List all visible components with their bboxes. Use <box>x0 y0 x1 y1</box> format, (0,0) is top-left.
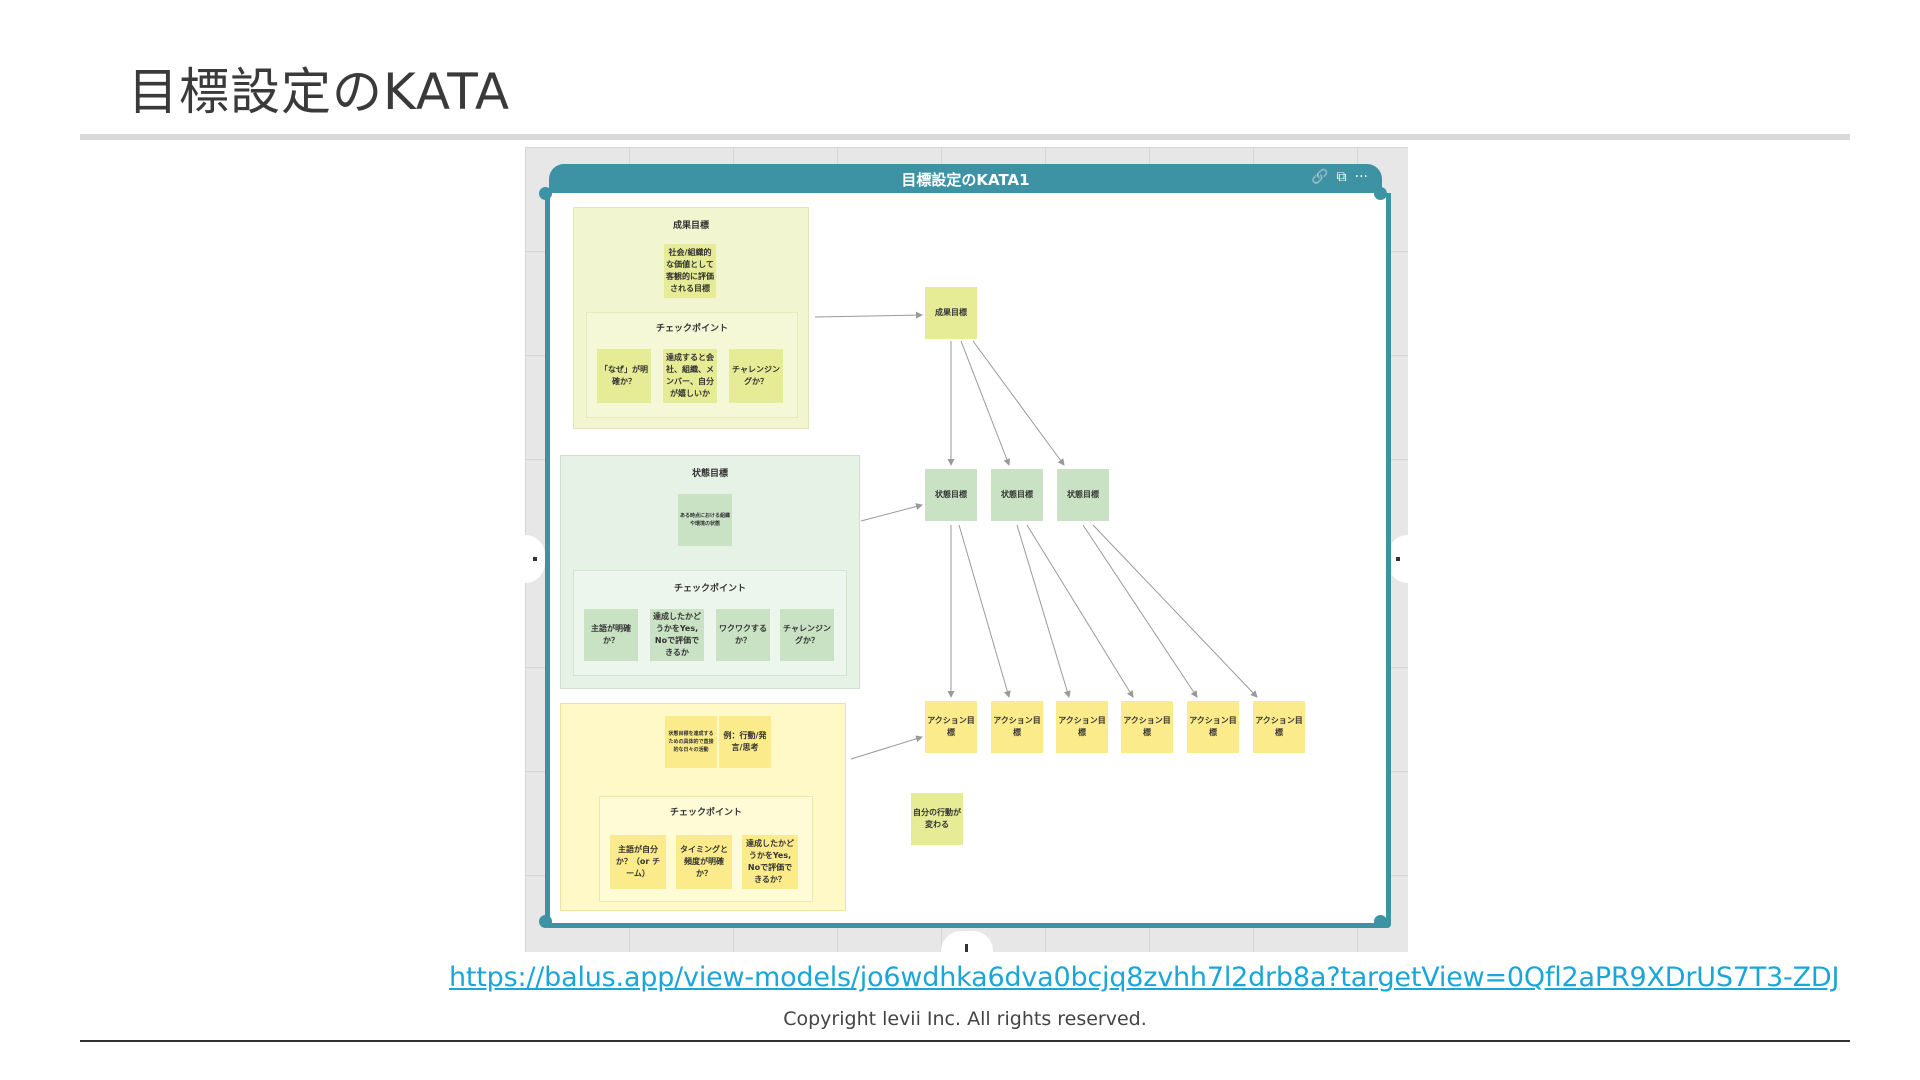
action-checkpoint-label: チェックポイント <box>669 808 742 818</box>
tree-action-note[interactable]: アクション目標 <box>1253 701 1305 753</box>
outcome-goal-section[interactable]: 成果目標 社会/組織的な価値として客観的に評価される目標 チェックポイント 「な… <box>573 207 809 429</box>
frame-title: 目標設定のKATA1 <box>901 171 1030 189</box>
connector-arrows <box>814 311 1258 760</box>
behavior-change-note[interactable]: 自分の行動が変わる <box>911 793 963 845</box>
tree-outcome-note[interactable]: 成果目標 <box>925 287 977 339</box>
check-note[interactable]: 達成したかどうかをYes, Noで評価できるか <box>650 609 704 661</box>
check-note[interactable]: 主語が自分か？（or チーム） <box>610 835 666 889</box>
check-note[interactable]: チャレンジングか？ <box>729 349 783 403</box>
check-note[interactable]: 達成したかどうかをYes, Noで評価できるか？ <box>742 835 798 889</box>
state-goal-label: 状態目標 <box>691 469 728 479</box>
outcome-checkpoint-box[interactable]: チェックポイント 「なぜ」が明確か？ 達成すると会社、組織、メンバー、自分が嬉し… <box>586 312 798 418</box>
check-note[interactable]: ワクワクするか？ <box>716 609 770 661</box>
action-goal-desc-note[interactable]: 状態目標を達成するための具体的で直接的な日々の活動 <box>665 716 717 768</box>
tree-action-note[interactable]: アクション目標 <box>1187 701 1239 753</box>
outcome-goal-label: 成果目標 <box>672 221 709 231</box>
resize-handle-bl[interactable] <box>539 915 552 928</box>
check-note[interactable]: 主語が明確か？ <box>584 609 638 661</box>
board-link[interactable]: https://balus.app/view-models/jo6wdhka6d… <box>449 962 1840 993</box>
tree-state-note[interactable]: 状態目標 <box>1057 469 1109 521</box>
copyright-text: Copyright levii Inc. All rights reserved… <box>783 1008 1147 1030</box>
link-icon[interactable]: 🔗 <box>1311 169 1329 185</box>
frame-header[interactable]: 目標設定のKATA1 🔗 ⧉ ··· <box>549 164 1382 194</box>
resize-handle-br[interactable] <box>1374 915 1387 928</box>
check-note[interactable]: チャレンジングか？ <box>780 609 834 661</box>
tree-action-note[interactable]: アクション目標 <box>1056 701 1108 753</box>
action-goal-section[interactable]: 状態目標を達成するための具体的で直接的な日々の活動 例：行動/発言/思考 チェッ… <box>560 703 846 911</box>
tree-state-note[interactable]: 状態目標 <box>925 469 977 521</box>
check-note[interactable]: 「なぜ」が明確か？ <box>597 349 651 403</box>
right-expand-handle[interactable] <box>1388 535 1408 583</box>
footer-divider <box>80 1040 1850 1042</box>
bottom-expand-handle[interactable] <box>941 931 993 952</box>
resize-handle-tl[interactable] <box>539 187 552 200</box>
more-icon[interactable]: ··· <box>1354 169 1368 185</box>
title-divider <box>80 134 1850 140</box>
state-checkpoint-label: チェックポイント <box>673 584 746 594</box>
resize-handle-tr[interactable] <box>1374 187 1387 200</box>
state-goal-section[interactable]: 状態目標 ある時点における組織や環境の状態 チェックポイント 主語が明確か？ 達… <box>560 455 860 689</box>
tree-state-note[interactable]: 状態目標 <box>991 469 1043 521</box>
action-goal-example-note[interactable]: 例：行動/発言/思考 <box>719 716 771 768</box>
outcome-checkpoint-label: チェックポイント <box>655 324 728 334</box>
tree-action-note[interactable]: アクション目標 <box>925 701 977 753</box>
copy-icon[interactable]: ⧉ <box>1336 169 1347 185</box>
tree-action-note[interactable]: アクション目標 <box>1121 701 1173 753</box>
whiteboard-canvas[interactable]: 目標設定のKATA1 🔗 ⧉ ··· 成果目標 社会/組織的な価値として客観的に… <box>525 147 1408 952</box>
state-checkpoint-box[interactable]: チェックポイント 主語が明確か？ 達成したかどうかをYes, Noで評価できるか… <box>573 570 847 676</box>
outcome-goal-desc-note[interactable]: 社会/組織的な価値として客観的に評価される目標 <box>664 244 716 298</box>
check-note[interactable]: 達成すると会社、組織、メンバー、自分が嬉しいか <box>663 349 717 403</box>
left-expand-handle[interactable] <box>525 535 545 583</box>
check-note[interactable]: タイミングと頻度が明確か？ <box>676 835 732 889</box>
state-goal-desc-note[interactable]: ある時点における組織や環境の状態 <box>678 494 732 546</box>
action-checkpoint-box[interactable]: チェックポイント 主語が自分か？（or チーム） タイミングと頻度が明確か？ 達… <box>599 796 813 902</box>
tree-action-note[interactable]: アクション目標 <box>991 701 1043 753</box>
slide-title: 目標設定のKATA <box>128 63 511 121</box>
